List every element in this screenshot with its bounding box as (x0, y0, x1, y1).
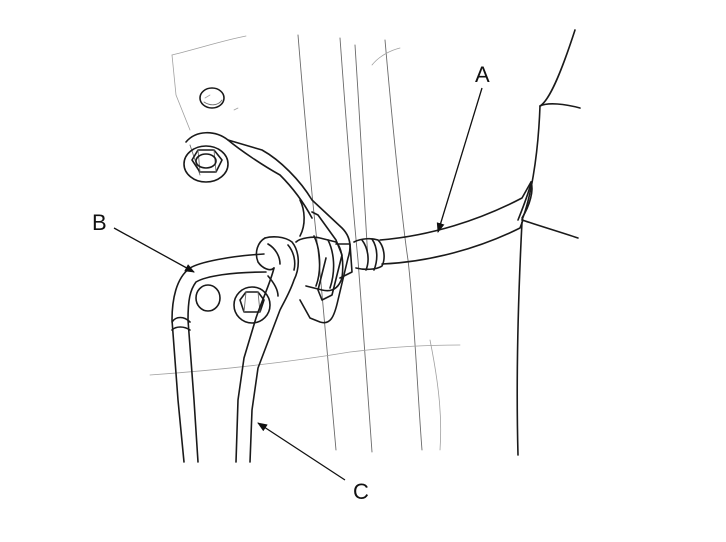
hose-fitting (295, 235, 353, 292)
body-hole (195, 284, 221, 312)
leader-c (257, 422, 346, 481)
leader-b (113, 227, 195, 273)
callout-label-a: A (475, 62, 490, 87)
leader-a (436, 87, 483, 233)
strut-tube (516, 29, 581, 456)
callout-leaders (113, 87, 483, 481)
callout-label-c: C (353, 479, 369, 504)
callout-label-b: B (92, 210, 107, 235)
body-plug (199, 87, 225, 109)
flare-nut-wrench (235, 236, 300, 463)
lower-bolt (233, 286, 271, 324)
upper-bracket-bolt (183, 145, 229, 183)
brake-hose (353, 181, 533, 271)
hose-bracket (185, 131, 351, 324)
body-panel (149, 34, 461, 453)
